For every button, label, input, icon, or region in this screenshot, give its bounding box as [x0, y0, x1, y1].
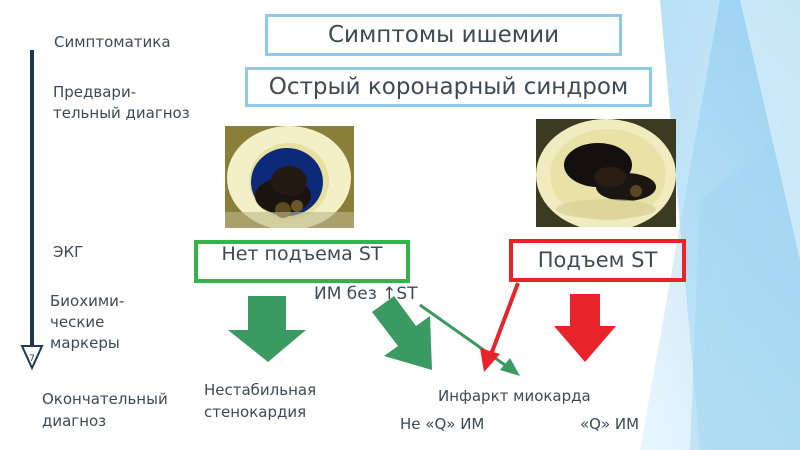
outcome-unstable-angina-line2: стенокардия [204, 403, 307, 421]
artery-photo-left [225, 126, 354, 228]
box-st-elevation: Подъем ST [509, 239, 686, 282]
label-final-diagnosis-line1: Окончательный [42, 390, 168, 408]
artery-photo-right [536, 119, 676, 227]
slide-number: 7 [29, 354, 35, 364]
label-prelim-diagnosis-line1: Предвари- [53, 83, 137, 101]
box-ischemia-symptoms: Симптомы ишемии [265, 14, 622, 56]
label-markers-line3: маркеры [50, 334, 120, 352]
label-ecg: ЭКГ [53, 243, 84, 261]
label-markers-line2: ческие [50, 313, 105, 331]
green-thin-arrow [419, 303, 513, 372]
green-arrow-down [228, 296, 306, 362]
outcome-q-mi: «Q» ИМ [580, 415, 640, 433]
green-arrow-diagonal [372, 296, 432, 370]
outcome-non-q-mi: Не «Q» ИМ [400, 415, 485, 433]
box-no-st-elevation: Нет подъема ST [194, 240, 410, 283]
label-symptoms: Симптоматика [54, 33, 171, 51]
label-final-diagnosis-line2: диагноз [42, 412, 107, 430]
outcome-myocardial-infarction: Инфаркт миокарда [438, 387, 591, 405]
label-markers-line1: Биохими- [50, 292, 125, 310]
outcome-unstable-angina-line1: Нестабильная [204, 381, 317, 399]
timeline-arrow: 7 [20, 50, 44, 371]
red-thin-arrow [490, 282, 520, 353]
red-arrow-down [554, 294, 616, 362]
box-acute-coronary-syndrome: Острый коронарный синдром [245, 67, 652, 107]
label-prelim-diagnosis-line2: тельный диагноз [53, 104, 190, 122]
